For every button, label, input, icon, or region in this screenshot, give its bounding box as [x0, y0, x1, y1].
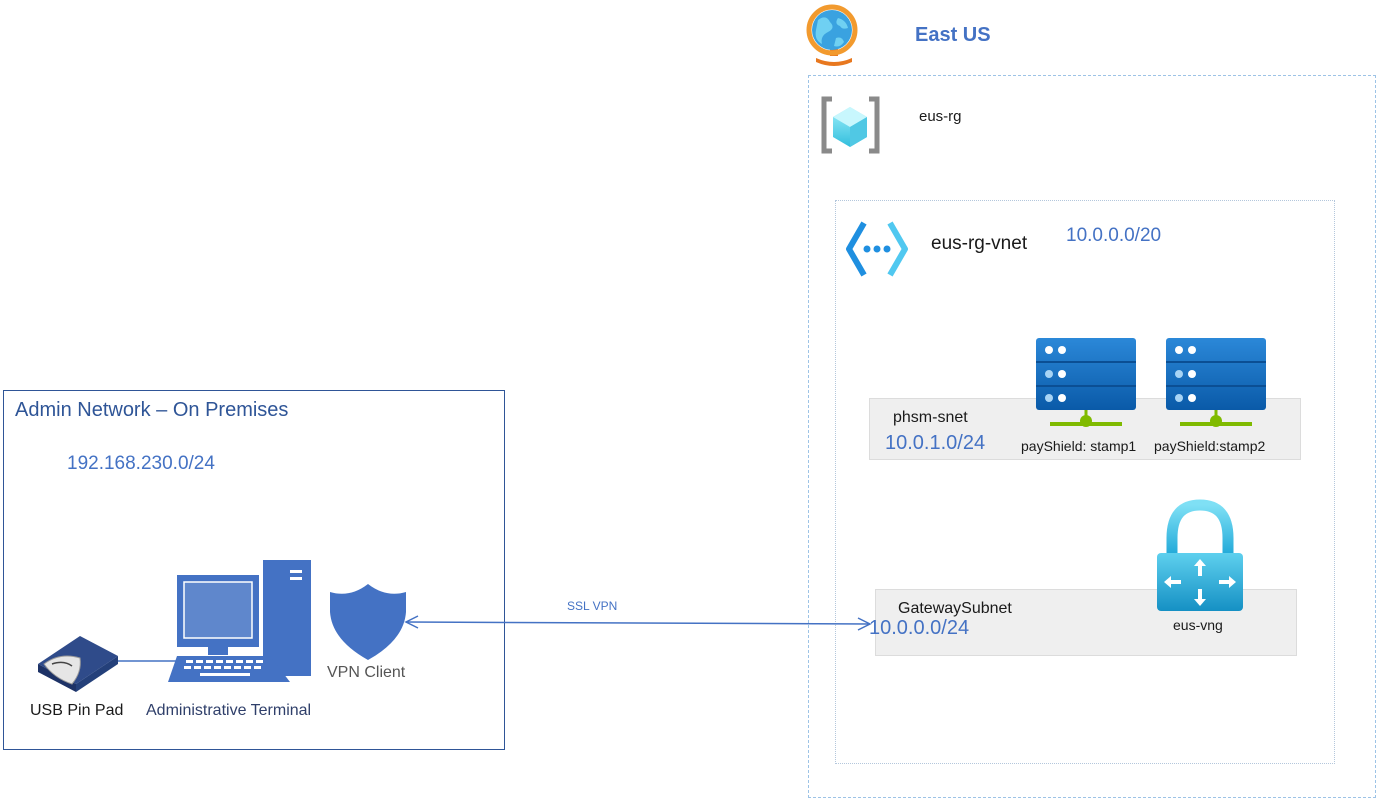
onprem-title: Admin Network – On Premises [15, 399, 289, 421]
vnet-container [835, 200, 1335, 764]
onprem-network-container [3, 390, 505, 750]
terminal-label: Administrative Terminal [146, 702, 312, 719]
computer-icon [168, 560, 311, 682]
region-container [808, 75, 1376, 798]
resource-group-name: eus-rg [919, 108, 962, 125]
onprem-cidr: 192.168.230.0/24 [67, 453, 215, 474]
vpn-client-label: VPN Client [327, 664, 406, 681]
vnet-cidr: 10.0.0.0/20 [1066, 225, 1162, 246]
vnet-name: eus-rg-vnet [931, 233, 1028, 254]
phsm-subnet-name: phsm-snet [893, 409, 968, 426]
phsm-subnet-cidr: 10.0.1.0/24 [885, 432, 986, 454]
server-icon [1166, 338, 1266, 427]
globe-icon [806, 4, 858, 66]
server-icon [1036, 338, 1136, 427]
virtual-network-icon [846, 221, 908, 277]
gateway-subnet-cidr: 10.0.0.0/24 [869, 617, 970, 639]
gateway-subnet-name: GatewaySubnet [898, 600, 1012, 617]
server-label: payShield:stamp2 [1154, 438, 1266, 454]
shield-icon [330, 584, 406, 660]
gateway-label: eus-vng [1173, 617, 1223, 633]
pin-pad-label: USB Pin Pad [30, 702, 124, 719]
server-label: payShield: stamp1 [1021, 438, 1137, 454]
connection-label: SSL VPN [567, 599, 618, 613]
resource-group-icon [821, 96, 880, 154]
region-name: East US [915, 24, 991, 46]
usb-pin-pad-icon [38, 636, 118, 692]
vpn-gateway-lock-icon [1157, 499, 1243, 611]
ssl-vpn-connector [404, 615, 872, 631]
gateway-subnet-band [875, 589, 1297, 656]
